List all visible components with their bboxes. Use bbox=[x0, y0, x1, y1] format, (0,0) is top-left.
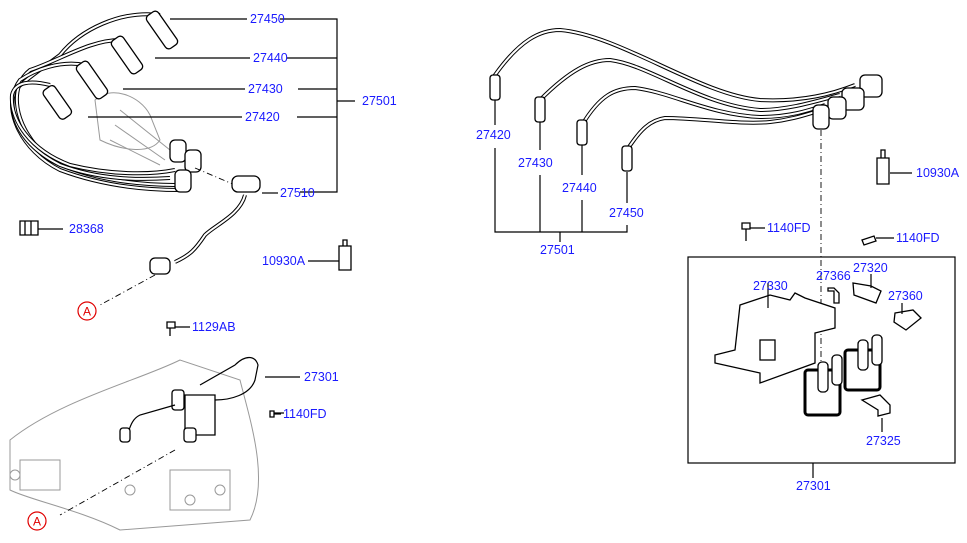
right-cable-set-drawing bbox=[489, 27, 890, 370]
part-label[interactable]: 27301 bbox=[304, 370, 339, 384]
reference-letter: A bbox=[83, 305, 91, 319]
left-coil-drawing bbox=[9, 321, 284, 531]
part-label[interactable]: 27501 bbox=[540, 243, 575, 257]
part-label[interactable]: 27430 bbox=[518, 156, 553, 170]
part-label[interactable]: 1129AB bbox=[192, 320, 236, 334]
part-label[interactable]: 1140FD bbox=[896, 231, 940, 245]
part-label[interactable]: 27360 bbox=[888, 289, 923, 303]
part-label[interactable]: 28368 bbox=[69, 222, 104, 236]
part-label[interactable]: 27320 bbox=[853, 261, 888, 275]
part-label[interactable]: 27450 bbox=[609, 206, 644, 220]
part-label[interactable]: 27440 bbox=[562, 181, 597, 195]
part-label[interactable]: 27450 bbox=[250, 12, 285, 26]
part-label[interactable]: 27330 bbox=[753, 279, 788, 293]
part-label[interactable]: 27325 bbox=[866, 434, 901, 448]
part-label[interactable]: 27430 bbox=[248, 82, 283, 96]
reference-letter: A bbox=[33, 515, 41, 529]
part-label[interactable]: 27301 bbox=[796, 479, 831, 493]
part-label[interactable]: 10930A bbox=[916, 166, 960, 180]
right-leader-lines bbox=[494, 100, 956, 478]
part-label[interactable]: 27440 bbox=[253, 51, 288, 65]
part-label[interactable]: 27420 bbox=[245, 110, 280, 124]
right-coil-assembly-drawing bbox=[714, 274, 922, 432]
part-label[interactable]: 27366 bbox=[816, 269, 851, 283]
left-cable-set-drawing bbox=[9, 10, 352, 306]
part-label[interactable]: 1140FD bbox=[767, 221, 811, 235]
reference-mark-a[interactable]: A bbox=[27, 511, 47, 531]
part-label[interactable]: 27510 bbox=[280, 186, 315, 200]
reference-mark-a[interactable]: A bbox=[77, 301, 97, 321]
part-label[interactable]: 10930A bbox=[262, 254, 306, 268]
part-label[interactable]: 27501 bbox=[362, 94, 397, 108]
part-label[interactable]: 1140FD bbox=[283, 407, 327, 421]
left-leader-lines bbox=[38, 18, 355, 415]
part-label[interactable]: 27420 bbox=[476, 128, 511, 142]
